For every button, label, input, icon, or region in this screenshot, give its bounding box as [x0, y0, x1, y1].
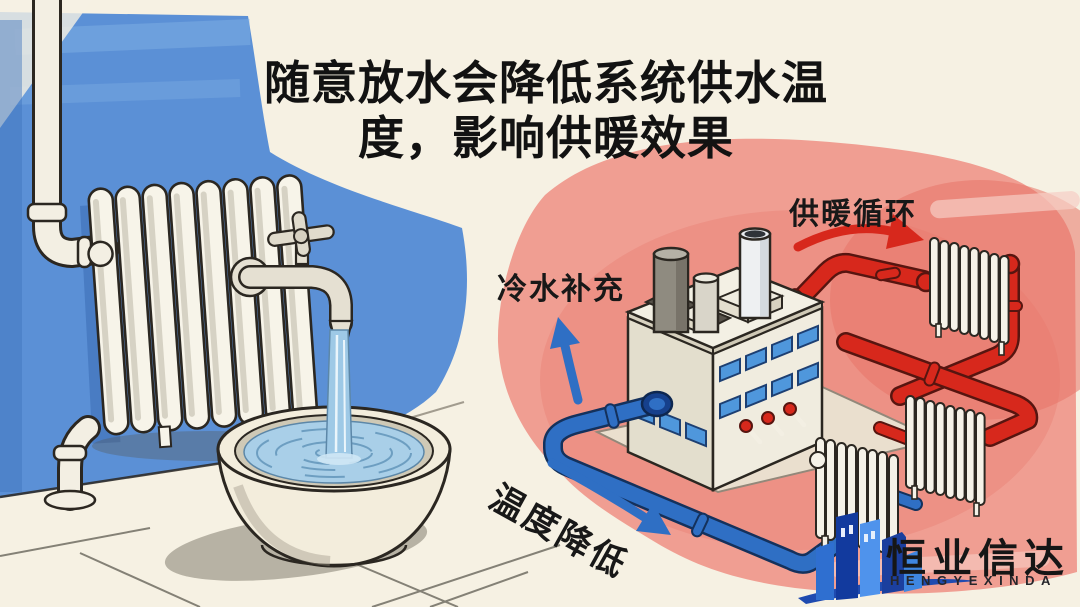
- wall-edge-shade: [0, 20, 22, 492]
- water-stream: [317, 329, 361, 465]
- pipe-coupling: [26, 202, 68, 223]
- wall-pipe: [26, 0, 119, 269]
- valve-knobs: [739, 402, 807, 445]
- radiator-top-right: [929, 237, 1010, 356]
- chimney-tall: [738, 227, 772, 320]
- chimney-small: [692, 272, 720, 334]
- title: 随意放水会降低系统供水温 度，影响供暖效果: [212, 56, 880, 166]
- pipe-coupling: [875, 266, 901, 282]
- title-line2: 度，影响供暖效果: [358, 113, 734, 165]
- label-heating-circulation: 供暖循环: [789, 198, 917, 231]
- radiator-foot: [935, 323, 942, 338]
- faucet: [229, 211, 354, 343]
- radiator-fin: [949, 242, 960, 332]
- radiator-fin: [965, 409, 976, 503]
- radiator-fin: [825, 439, 836, 541]
- radiator-drain-pipe: [43, 415, 101, 511]
- radiator-foot: [157, 425, 173, 449]
- water-splash: [317, 453, 361, 465]
- label-cold-water-supplement: 冷水补充: [497, 273, 625, 306]
- radiator-fin: [989, 253, 1000, 343]
- chimney-dark: [652, 246, 690, 334]
- radiator-fin: [959, 245, 970, 335]
- radiator-fin: [935, 402, 946, 496]
- basin-front-shade: [233, 484, 331, 566]
- pipe-floor-flange: [43, 489, 97, 511]
- radiator-hub: [809, 451, 827, 469]
- radiator-fin: [915, 397, 926, 491]
- faucet-handle: [267, 211, 335, 258]
- factory-windows-right: [719, 324, 819, 420]
- pipe-coupling: [604, 403, 620, 429]
- radiator-foot: [911, 485, 918, 500]
- radiator-fin: [905, 395, 916, 489]
- right-scene: [497, 138, 1080, 594]
- radiator-fin: [925, 400, 936, 494]
- cold-water-arrow: [550, 317, 583, 405]
- radiator-fin: [929, 237, 940, 327]
- logo-buildings-icon: [798, 512, 978, 604]
- temperature-drop-arrow: [547, 458, 671, 535]
- radiator-hub: [87, 240, 114, 268]
- logo-text-cn: 恒业信达: [886, 537, 1070, 581]
- radiator-fin: [969, 247, 980, 337]
- heating-circulation-arrow: [793, 214, 924, 252]
- pipe-coupling: [923, 361, 941, 387]
- radiator-fin: [945, 405, 956, 499]
- title-line1: 随意放水会降低系统供水温: [264, 58, 828, 109]
- radiator-foot: [998, 341, 1005, 356]
- pipe-coupling: [52, 444, 88, 462]
- radiator-fin: [939, 240, 950, 330]
- radiator-foot: [973, 502, 980, 517]
- radiator-fin: [979, 250, 990, 340]
- basin-base-ring: [260, 544, 408, 567]
- pipe-coupling: [691, 512, 709, 538]
- left-scene: [0, 0, 561, 607]
- radiator-fin: [975, 412, 986, 506]
- radiator-bottom-middle: [905, 395, 986, 517]
- radiator-fin: [955, 407, 966, 501]
- logo-text-en: HENGYEXINDA: [890, 573, 1057, 588]
- boiler-plant-building: [624, 227, 826, 492]
- radiator-fin: [999, 255, 1010, 345]
- wash-light-streak: [930, 191, 1080, 219]
